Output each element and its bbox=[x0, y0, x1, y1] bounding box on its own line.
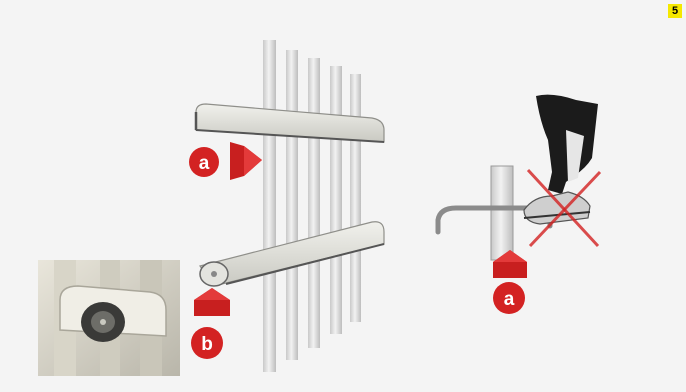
radiator-tubes bbox=[263, 40, 361, 372]
radiator-tube bbox=[330, 66, 342, 334]
push-arrow-right bbox=[230, 142, 262, 180]
profile-tube bbox=[491, 166, 513, 260]
end-cap-detail-photo bbox=[38, 260, 180, 376]
callout-a-right-label: a bbox=[504, 289, 515, 310]
callout-a-label: a bbox=[199, 153, 210, 174]
callout-b-label: b bbox=[201, 334, 213, 355]
callout-a-right: a bbox=[493, 282, 525, 314]
radiator-tube bbox=[263, 40, 276, 372]
callout-a-top: a bbox=[189, 147, 219, 177]
callout-b: b bbox=[191, 327, 223, 359]
kicking-leg-crossed-out bbox=[524, 95, 600, 246]
push-arrow-up-b bbox=[194, 288, 230, 316]
radiator-tube bbox=[308, 58, 320, 348]
radiator-tube bbox=[350, 74, 361, 322]
radiator-tube bbox=[286, 50, 298, 360]
